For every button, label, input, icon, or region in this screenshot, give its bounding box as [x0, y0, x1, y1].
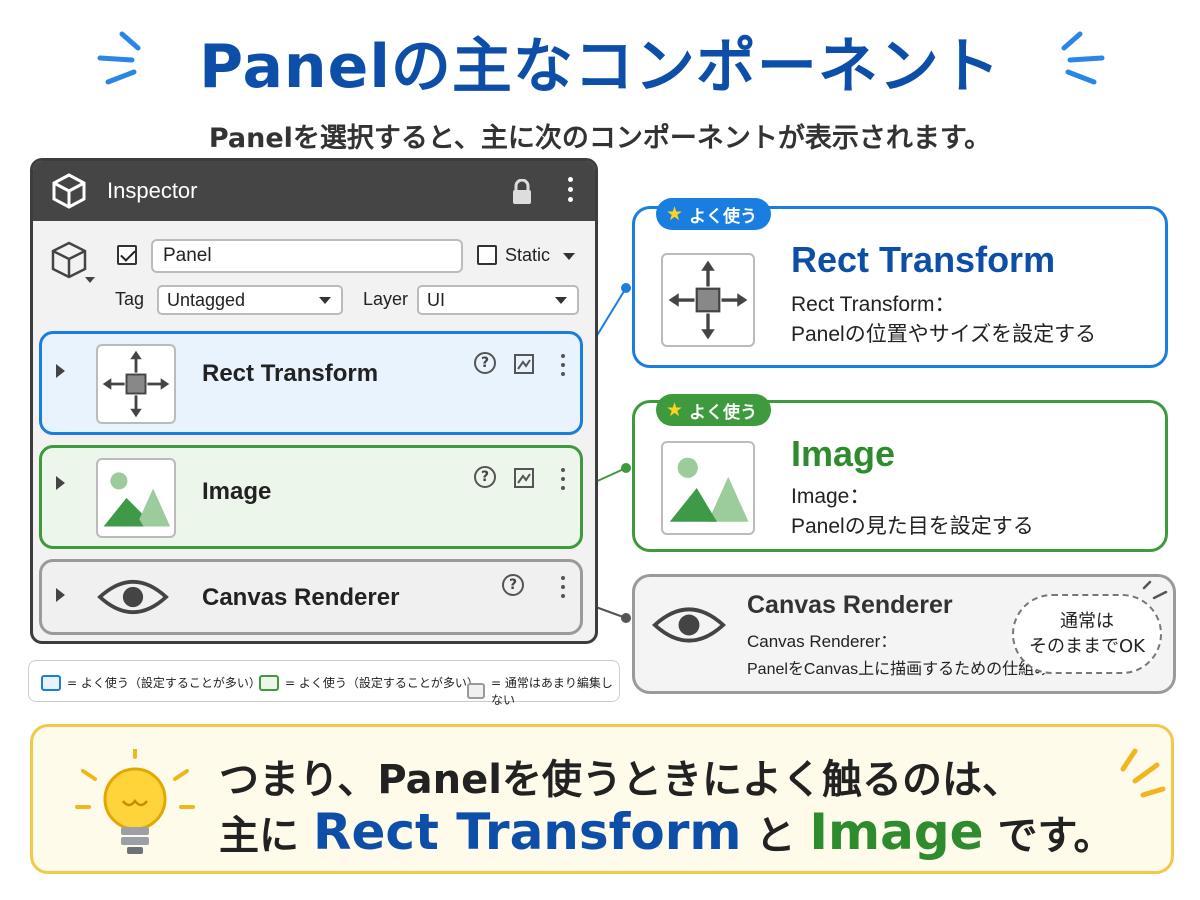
legend: = よく使う（設定することが多い） = よく使う（設定することが多い） = 通常… [28, 660, 620, 707]
legend-swatch-blue [41, 674, 61, 691]
component-image[interactable]: Image ? [39, 445, 583, 549]
gameobject-cube-icon[interactable] [49, 237, 99, 287]
component-menu-icon[interactable] [560, 354, 566, 380]
badge-frequent: ★ よく使う [656, 198, 772, 230]
tag-value: Untagged [167, 290, 246, 310]
callout-title: Image [791, 433, 896, 474]
chevron-down-icon [555, 297, 567, 304]
lightbulb-icon [75, 749, 195, 854]
callout-title: Canvas Renderer [747, 591, 953, 619]
preset-icon[interactable] [514, 468, 534, 488]
active-checkbox[interactable] [117, 245, 137, 265]
summary-rect-transform: Rect Transform [312, 803, 742, 861]
callout-rect-transform: Rect Transform Rect Transform： Panelの位置や… [632, 206, 1168, 368]
callout-desc-line1: Image： [791, 485, 871, 508]
eye-icon [651, 607, 727, 643]
legend-swatch-green [259, 674, 279, 691]
help-icon[interactable]: ? [474, 466, 496, 488]
eye-icon [97, 579, 169, 615]
note-bubble: 通常は そのままでOK [1012, 594, 1162, 674]
component-name: Image [202, 478, 272, 505]
layer-label: Layer [363, 289, 409, 309]
burst-right-icon [1061, 31, 1105, 85]
summary-line2: 主に Rect Transform と Image です。 [219, 803, 1114, 861]
legend-item-blue: = よく使う（設定することが多い） [41, 674, 261, 691]
inspector-menu-icon[interactable] [565, 177, 575, 207]
note-line1: 通常は [1060, 611, 1114, 632]
static-dropdown-icon[interactable] [563, 253, 575, 260]
badge-text: よく使う [689, 402, 758, 423]
static-label: Static [505, 245, 551, 265]
layer-select[interactable]: UI [417, 285, 579, 315]
page-subtitle: Panelを選択すると、主に次のコンポーネントが表示されます。 [208, 123, 992, 154]
legend-text: = よく使う（設定することが多い） [67, 676, 261, 690]
rect-transform-icon [96, 344, 176, 424]
tag-label: Tag [115, 289, 145, 309]
star-icon: ★ [666, 203, 684, 225]
component-name: Rect Transform [202, 360, 379, 387]
rect-transform-icon [661, 253, 755, 347]
layer-value: UI [427, 290, 445, 310]
object-name-input[interactable]: Panel [151, 239, 463, 273]
component-name: Canvas Renderer [202, 584, 400, 611]
expand-arrow-icon[interactable] [56, 588, 65, 602]
static-checkbox[interactable] [477, 245, 497, 265]
component-menu-icon[interactable] [560, 468, 566, 494]
inspector-window: Inspector Panel Static Tag Untagged Laye… [30, 158, 598, 644]
image-icon [661, 441, 755, 535]
summary-line1: つまり、Panelを使うときによく触るのは、 [219, 757, 1022, 803]
callout-title: Rect Transform [791, 239, 1056, 280]
badge-text: よく使う [689, 206, 758, 227]
summary-image: Image [809, 803, 984, 861]
preset-icon[interactable] [514, 354, 534, 374]
tag-select[interactable]: Untagged [157, 285, 343, 315]
unity-logo-icon [52, 173, 86, 209]
callout-desc-line2: PanelをCanvas上に描画するための仕組み [747, 661, 1051, 678]
callout-desc-line2: Panelの見た目を設定する [791, 515, 1034, 538]
star-icon: ★ [666, 399, 684, 421]
legend-swatch-gray [467, 683, 486, 699]
expand-arrow-icon[interactable] [56, 476, 65, 490]
summary-suffix: です。 [997, 813, 1114, 859]
inspector-header: Inspector [33, 161, 595, 221]
help-icon[interactable]: ? [502, 574, 524, 596]
legend-item-gray: = 通常はあまり編集しない [467, 674, 619, 708]
component-menu-icon[interactable] [560, 576, 566, 602]
spark-icon [1120, 748, 1166, 798]
component-canvas-renderer[interactable]: Canvas Renderer ? [39, 559, 583, 635]
image-icon [96, 458, 176, 538]
lock-icon[interactable] [511, 179, 533, 205]
summary-prefix: 主に [219, 813, 299, 859]
burst-left-icon [97, 31, 141, 85]
summary-box: つまり、Panelを使うときによく触るのは、 主に Rect Transform… [30, 724, 1174, 874]
callout-desc-line1: Canvas Renderer： [747, 632, 898, 651]
callout-desc-line2: Panelの位置やサイズを設定する [791, 323, 1097, 346]
badge-frequent: ★ よく使う [656, 394, 772, 426]
legend-text: = よく使う（設定することが多い） [285, 676, 479, 690]
legend-item-green: = よく使う（設定することが多い） [259, 674, 479, 691]
emphasis-lines-icon [1142, 580, 1168, 600]
inspector-title: Inspector [107, 178, 198, 203]
legend-text: = 通常はあまり編集しない [491, 676, 613, 707]
summary-and: と [755, 813, 796, 859]
callout-desc-line1: Rect Transform： [791, 293, 956, 316]
component-rect-transform[interactable]: Rect Transform ? [39, 331, 583, 435]
help-icon[interactable]: ? [474, 352, 496, 374]
note-line2: そのままでOK [1029, 636, 1145, 657]
chevron-down-icon [319, 297, 331, 304]
page-title: Panelの主なコンポーネント [199, 32, 1001, 102]
expand-arrow-icon[interactable] [56, 364, 65, 378]
